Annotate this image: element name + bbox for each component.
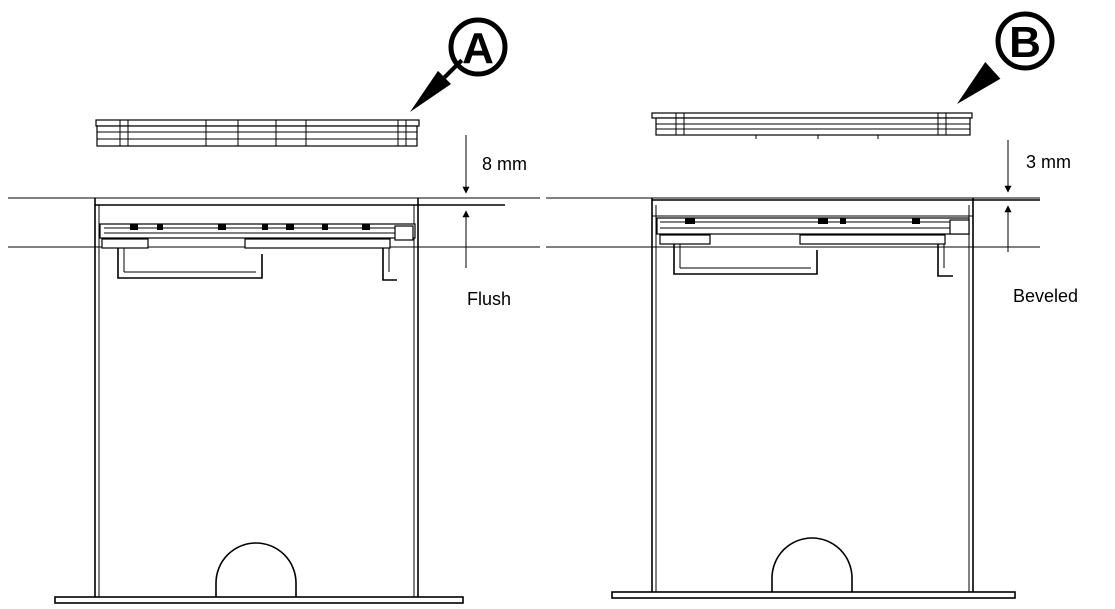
label-flush: Flush <box>467 289 511 309</box>
dimension-label-b: 3 mm <box>1026 152 1071 172</box>
floor-box-left <box>54 198 505 604</box>
dimension-8mm: 8 mm <box>462 135 527 268</box>
floor-box-right <box>611 198 1040 599</box>
callout-b-circle <box>995 11 1055 71</box>
callout-b-arrow <box>957 54 1011 104</box>
label-beveled: Beveled <box>1013 286 1078 306</box>
callout-b: B <box>957 11 1055 104</box>
callout-a-arrow <box>410 58 464 112</box>
callout-a-letter: A <box>462 24 494 73</box>
callout-b-letter: B <box>1009 18 1041 67</box>
frame-mechanism-left <box>99 223 416 281</box>
dimension-3mm: 3 mm <box>1004 140 1071 252</box>
callout-a-circle <box>448 17 508 77</box>
frame-mechanism-right <box>656 217 970 277</box>
lid-b <box>651 112 973 139</box>
flush-assembly: A 8 mm Flush <box>8 17 540 604</box>
dimension-label-a: 8 mm <box>482 154 527 174</box>
callout-a: A <box>410 17 508 112</box>
beveled-assembly: B 3 mm Beveled <box>546 11 1078 599</box>
lid-a <box>95 119 420 147</box>
